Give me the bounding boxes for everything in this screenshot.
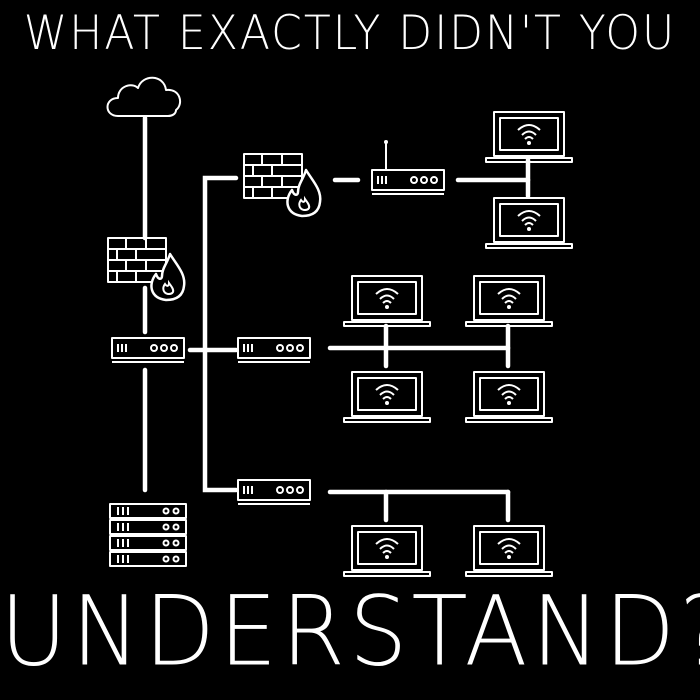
- laptop-wifi-icon: [343, 525, 431, 577]
- switch-icon: [237, 337, 311, 363]
- headline-question: UNDERSTAND?: [0, 575, 700, 688]
- laptop-wifi-icon: [465, 275, 553, 327]
- switch-icon: [237, 479, 311, 505]
- cloud-icon: [106, 76, 182, 117]
- firewall-icon: [242, 152, 322, 218]
- laptop-wifi-icon: [465, 525, 553, 577]
- headline-title: WHAT EXACTLY DIDN'T YOU: [23, 5, 677, 62]
- laptop-wifi-icon: [465, 371, 553, 423]
- laptop-wifi-icon: [343, 275, 431, 327]
- router-icon: [111, 337, 185, 363]
- laptop-wifi-icon: [343, 371, 431, 423]
- server-rack-icon: [109, 503, 187, 567]
- laptop-wifi-icon: [485, 111, 573, 163]
- laptop-wifi-icon: [485, 197, 573, 249]
- connections: [142, 115, 531, 523]
- wifi-router-icon: [371, 140, 445, 195]
